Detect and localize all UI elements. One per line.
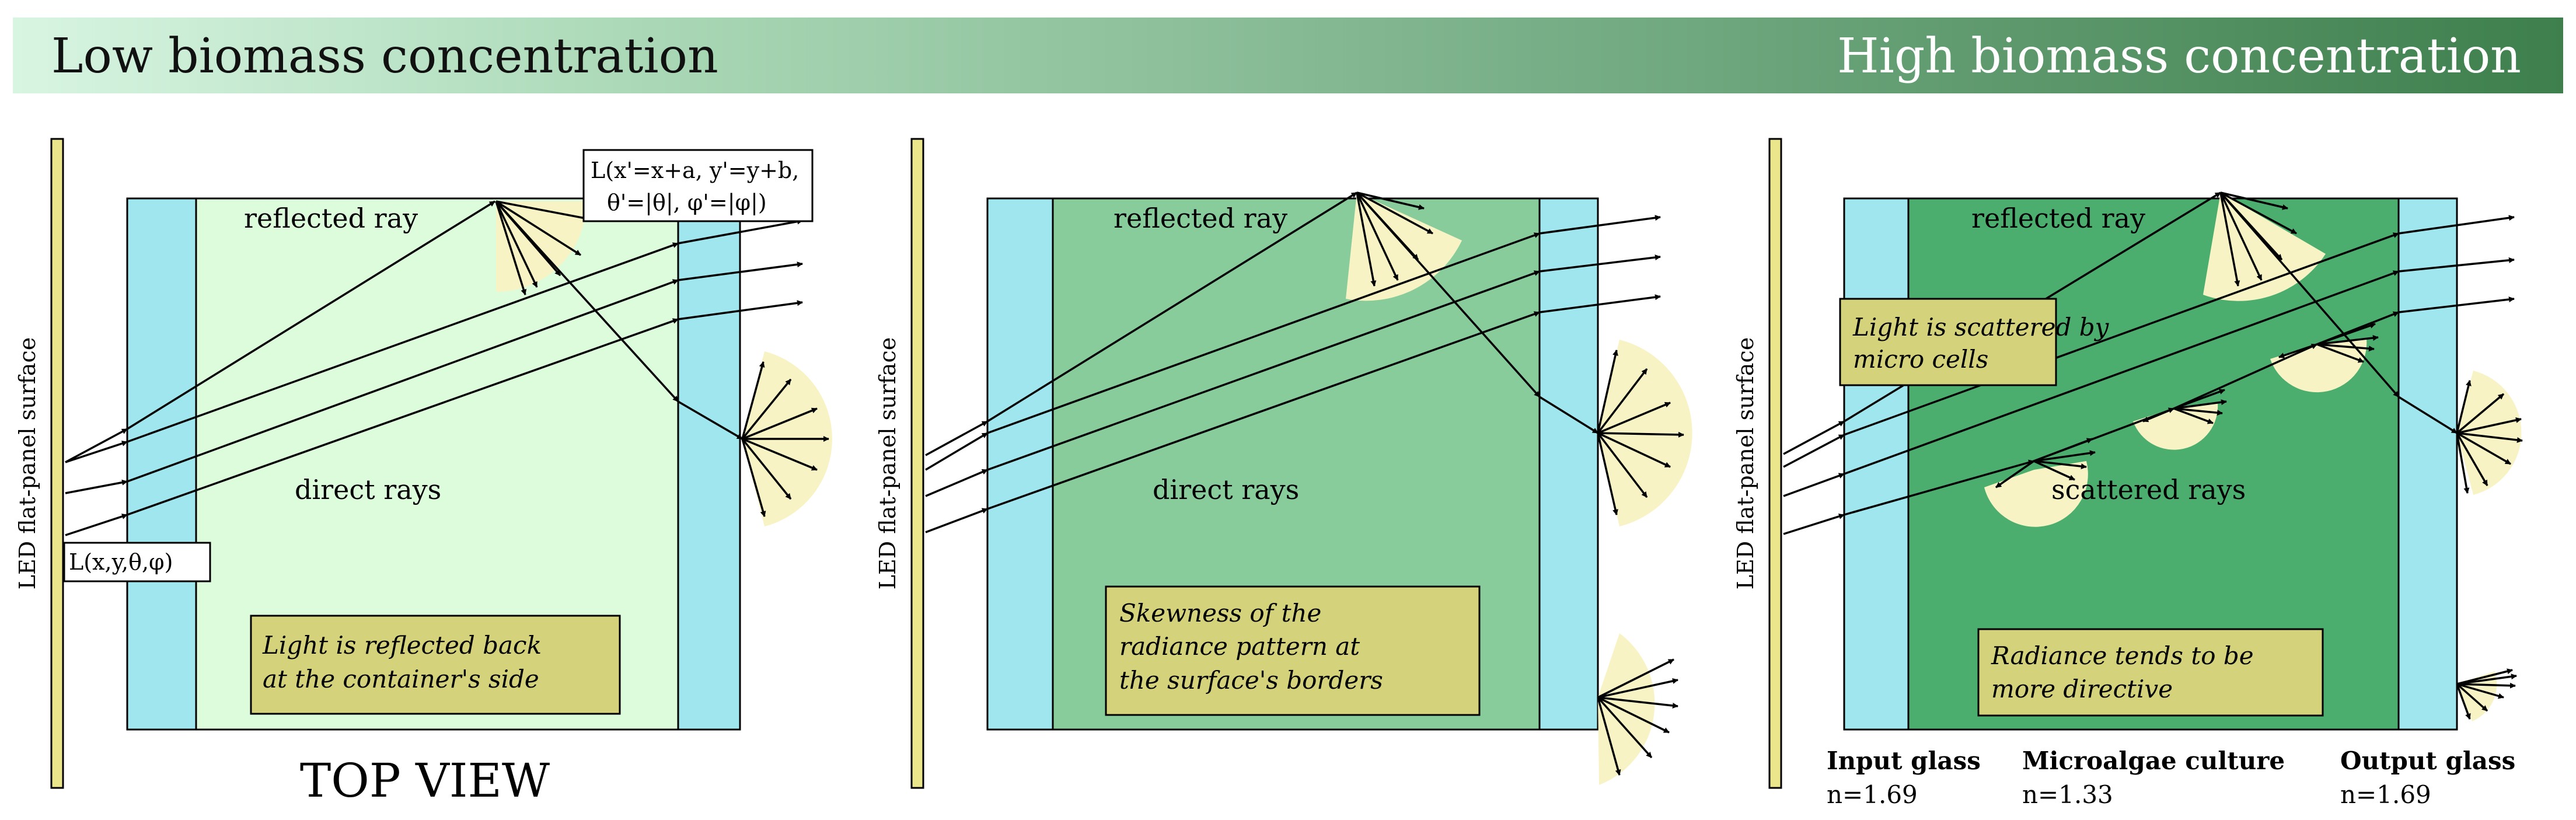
source-radiance-box [63, 542, 211, 582]
callout-text-3: the surface's borders [1119, 666, 1383, 695]
led-panel [1768, 138, 1782, 789]
biomass-gradient-banner: Low biomass concentration High biomass c… [13, 18, 2563, 93]
led-label: LED flat-panel surface [15, 337, 40, 589]
panel-high-biomass: LED flat-panel surface [1733, 138, 2523, 809]
lower-emission-fan [1598, 633, 1655, 785]
reflected-ray-label: reflected ray [244, 203, 418, 234]
reflection-fan [1346, 193, 1462, 301]
scatter-callout-box [1839, 298, 2057, 386]
scatter-fan-1 [1984, 461, 2088, 527]
input-glass [126, 197, 197, 731]
culture-index: n=1.33 [2022, 780, 2113, 809]
callout-text-1: Skewness of the [1119, 599, 1321, 627]
input-glass-index: n=1.69 [1827, 780, 1918, 809]
callout-text-2: at the container's side [263, 665, 539, 693]
callout-text-1: Radiance tends to be [1991, 641, 2254, 670]
led-label: LED flat-panel surface [875, 337, 900, 589]
direct-rays-label: direct rays [295, 474, 441, 505]
led-panel [910, 138, 924, 789]
output-glass-title: Output glass [2340, 746, 2515, 775]
input-glass [986, 197, 1054, 731]
scattered-rays-label: scattered rays [2051, 474, 2246, 505]
led-label: LED flat-panel surface [1733, 337, 1758, 589]
reflected-ray-label: reflected ray [1971, 203, 2145, 234]
led-panel [50, 138, 64, 789]
reflection-fan [496, 201, 587, 292]
panel-mid-biomass: LED flat-panel surface [875, 138, 1692, 789]
callout-text-2: more directive [1991, 675, 2173, 703]
output-glass [2397, 197, 2458, 731]
ray-arrows [925, 191, 1684, 776]
scatter-fan-2 [2133, 403, 2218, 450]
scatter-callout-text-2: micro cells [1853, 345, 1988, 374]
input-glass [1843, 197, 1910, 731]
callout-text-2: radiance pattern at [1119, 632, 1360, 661]
reflected-ray-label: reflected ray [1114, 203, 1287, 234]
ray-arrows [65, 200, 829, 536]
panel-low-biomass: LED flat-panel surface [15, 138, 832, 808]
reflected-radiance-text-1: L(x'=x+a, y'=y+b, [591, 158, 799, 183]
ray-arrows [1783, 191, 2523, 720]
callout-box [1977, 628, 2324, 717]
output-glass [677, 197, 741, 731]
source-radiance-text: L(x,y,θ,φ) [69, 549, 173, 575]
input-glass-title: Input glass [1827, 746, 1981, 775]
output-glass-index: n=1.69 [2340, 780, 2431, 809]
callout-text-1: Light is reflected back [262, 631, 542, 660]
output-glass [1538, 197, 1599, 731]
direct-rays-label: direct rays [1153, 474, 1299, 505]
top-view-caption: TOP VIEW [300, 753, 550, 808]
low-biomass-label: Low biomass concentration [51, 29, 718, 84]
culture-title: Microalgae culture [2022, 746, 2285, 775]
reflected-radiance-text-2: θ'=|θ|, φ'=|φ|) [607, 190, 767, 215]
callout-box [1105, 585, 1481, 716]
callout-box [250, 615, 621, 715]
scatter-callout-text-1: Light is scattered by [1852, 313, 2110, 341]
reflected-radiance-box[interactable] [582, 149, 814, 222]
high-biomass-label: High biomass concentration [1837, 29, 2521, 84]
